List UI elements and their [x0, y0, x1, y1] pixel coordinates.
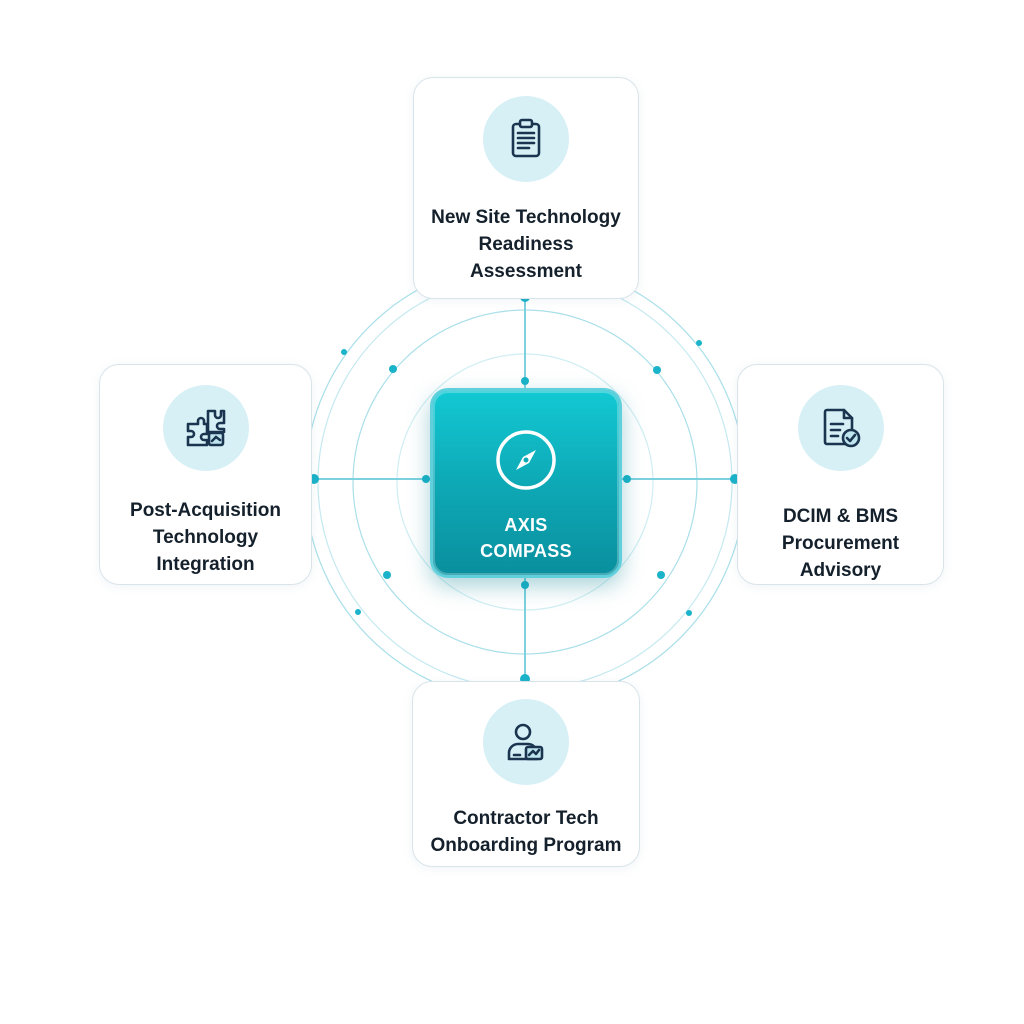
node-dot — [383, 571, 391, 579]
hub-title: AXIS COMPASS — [480, 515, 572, 561]
node-dot — [657, 571, 665, 579]
node-dot — [653, 366, 661, 374]
document-check-icon — [797, 385, 884, 471]
service-label: Post-Acquisition Technology Integration — [130, 500, 281, 575]
service-card-post-acquisition[interactable]: Post-Acquisition Technology Integration — [99, 364, 312, 585]
compass-icon — [496, 430, 556, 490]
service-label: Contractor Tech Onboarding Program — [430, 808, 622, 856]
node-dot — [521, 377, 529, 385]
node-dot — [521, 581, 529, 589]
node-dot — [389, 365, 397, 373]
node-dot — [623, 475, 631, 483]
service-card-dcim-bms[interactable]: DCIM & BMS Procurement Advisory — [737, 364, 944, 585]
service-label: New Site Technology Readiness Assessment — [431, 207, 621, 282]
node-dot — [422, 475, 430, 483]
node-dot — [355, 609, 361, 615]
service-label: DCIM & BMS Procurement Advisory — [781, 506, 900, 581]
axis-compass-hub[interactable]: AXIS COMPASS — [430, 388, 622, 578]
service-card-site-readiness[interactable]: New Site Technology Readiness Assessment — [413, 77, 639, 299]
user-badge-icon — [483, 699, 569, 785]
service-card-contractor-onboarding[interactable]: Contractor Tech Onboarding Program — [412, 681, 640, 867]
node-dot — [686, 610, 692, 616]
clipboard-icon — [483, 96, 569, 182]
node-dot — [341, 349, 347, 355]
puzzle-icon — [162, 385, 249, 471]
node-dot — [696, 340, 702, 346]
